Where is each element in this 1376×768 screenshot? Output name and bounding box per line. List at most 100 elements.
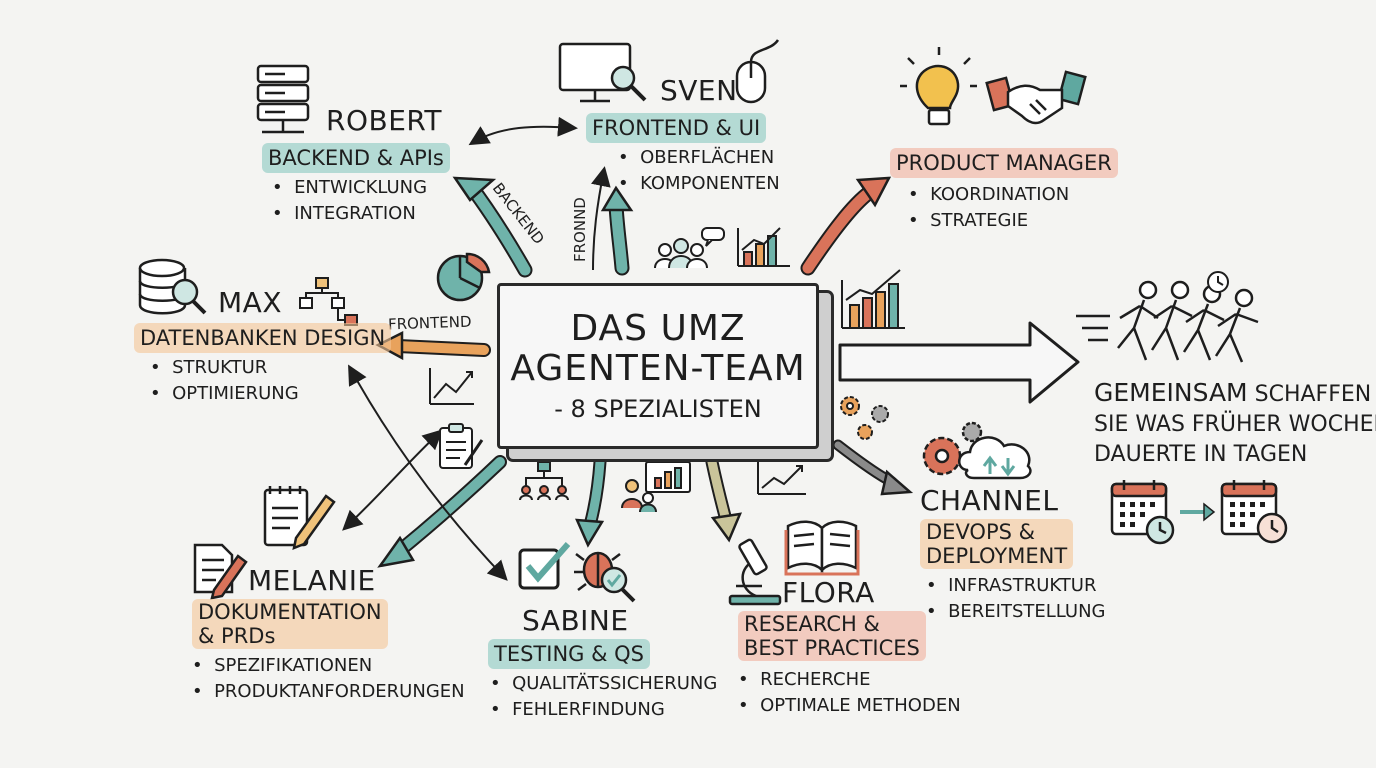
member-tasks: QUALITÄTSSICHERUNG FEHLERFINDUNG [490,671,717,723]
member-name: MAX [218,286,282,319]
outcome-text: GEMEINSAM SCHAFFEN SIE WAS FRÜHER WOCHEN… [1094,378,1376,470]
gears-icon [840,396,889,440]
task-item: PRODUKTANFORDERUNGEN [192,679,465,705]
member-role-line: DOKUMENTATION [198,600,382,624]
member-role: TESTING & QS [488,639,651,669]
mouse-icon [735,39,780,104]
member-role: PRODUCT MANAGER [890,148,1118,178]
arrow-to-product-manager [800,176,892,276]
arrow-to-channel [832,439,914,496]
clock-icon [1207,271,1229,293]
arrow-label-frontend-vertical: FRONND [571,197,589,262]
bug-search-icon [574,551,636,603]
handshake-icon [985,70,1087,125]
task-item: STRUKTUR [150,355,391,381]
outcome-line: SIE WAS FRÜHER WOCHEN [1094,412,1376,437]
running-team-icon [1076,280,1259,363]
member-role-line: RESEARCH & [744,612,880,636]
member-role: BACKEND & APIs [262,143,450,173]
task-item: QUALITÄTSSICHERUNG [490,671,717,697]
arrow-to-flora [705,455,743,543]
member-name: SABINE [522,604,629,637]
gears-icon [922,421,983,476]
clipboard-icon [439,423,484,469]
member-role: FRONTEND & UI [586,113,767,143]
outcome-keyword: GEMEINSAM [1094,378,1248,407]
thin-arrow-frontend [591,166,611,271]
flowchart-icon [299,277,358,326]
member-role-line: DEVOPS & [926,520,1036,544]
bar-chart-icon [841,269,905,329]
member-sabine: SABINE TESTING & QS QUALITÄTSSICHERUNG F… [488,604,717,723]
member-tasks: STRUKTUR OPTIMIERUNG [150,355,391,407]
microscope-icon [728,538,782,606]
member-tasks: KOORDINATION STRATEGIE [908,182,1118,234]
member-sven: SVEN FRONTEND & UI OBERFLÄCHEN KOMPONENT… [586,74,780,197]
outcome-line: SCHAFFEN [1254,382,1372,407]
thin-arrow-melanie-center [342,429,443,531]
task-item: FEHLERFINDUNG [490,697,717,723]
line-chart-icon [429,368,474,405]
document-pen-icon [193,543,248,600]
server-icon [256,64,310,134]
member-role-line: DEPLOYMENT [926,544,1068,568]
arrow-to-sven [600,185,634,276]
monitor-search-icon [558,42,647,103]
center-title-line1: DAS UMZ [570,308,746,349]
center-title-line2: AGENTEN-TEAM [510,348,806,389]
member-name: MELANIE [248,564,376,597]
pie-chart-icon [436,252,491,302]
member-max: MAX DATENBANKEN DESIGN STRUKTUR OPTIMIER… [134,286,392,407]
member-role: RESEARCH & BEST PRACTICES [738,611,926,661]
task-item: KOORDINATION [908,182,1118,208]
member-role-line: BEST PRACTICES [744,636,920,660]
team-chat-icon [654,227,725,269]
arrow-to-robert [452,176,533,278]
task-item: BEREITSTELLUNG [926,599,1105,625]
database-search-icon [138,258,207,315]
task-item: KOMPONENTEN [618,171,780,197]
arrow-label-frontend: FRONTEND [387,312,472,334]
calendar-icon [1110,480,1175,545]
checkbox-icon [518,542,571,590]
task-item: ENTWICKLUNG [272,175,450,201]
member-flora: FLORA RESEARCH & BEST PRACTICES RECHERCH… [738,576,961,719]
member-name: ROBERT [326,104,442,137]
calendar-arrow-head [1203,502,1216,522]
member-name: FLORA [782,576,875,609]
member-tasks: INFRASTRUKTUR BEREITSTELLUNG [926,573,1105,625]
task-item: RECHERCHE [738,667,961,693]
arrow-to-sabine [575,455,607,548]
task-item: INTEGRATION [272,201,450,227]
task-item: OPTIMIERUNG [150,381,391,407]
task-item: OBERFLÄCHEN [618,145,780,171]
calendar-icon [1220,480,1288,544]
member-role-line: & PRDs [198,624,276,648]
cloud-sync-icon [958,436,1032,480]
member-product-manager: PRODUCT MANAGER KOORDINATION STRATEGIE [890,148,1118,234]
member-tasks: ENTWICKLUNG INTEGRATION [272,175,450,227]
member-channel: CHANNEL DEVOPS & DEPLOYMENT INFRASTRUKTU… [920,484,1106,625]
org-chart-icon [519,461,569,501]
arrow-to-melanie [377,455,507,568]
line-chart-icon [757,460,806,495]
bar-chart-icon [737,227,790,267]
member-role: DATENBANKEN DESIGN [134,323,392,353]
notepad-pen-icon [263,486,336,551]
open-book-icon [784,520,860,576]
member-tasks: RECHERCHE OPTIMALE METHODEN [738,667,961,719]
arrow-to-outcome [838,321,1080,404]
member-robert: ROBERT BACKEND & APIs ENTWICKLUNG INTEGR… [262,104,450,227]
member-melanie: MELANIE DOKUMENTATION & PRDs SPEZIFIKATI… [192,564,465,705]
task-item: SPEZIFIKATIONEN [192,653,465,679]
thin-arrow-robert-sven [468,116,578,146]
center-title-box: DAS UMZ AGENTEN-TEAM - 8 SPEZIALISTEN [497,283,819,449]
outcome-line: DAUERTE IN TAGEN [1094,442,1308,467]
member-name: SVEN [660,74,738,107]
member-role: DEVOPS & DEPLOYMENT [920,519,1074,569]
member-role: DOKUMENTATION & PRDs [192,599,388,649]
presentation-icon [621,461,691,513]
member-name: CHANNEL [920,484,1059,517]
